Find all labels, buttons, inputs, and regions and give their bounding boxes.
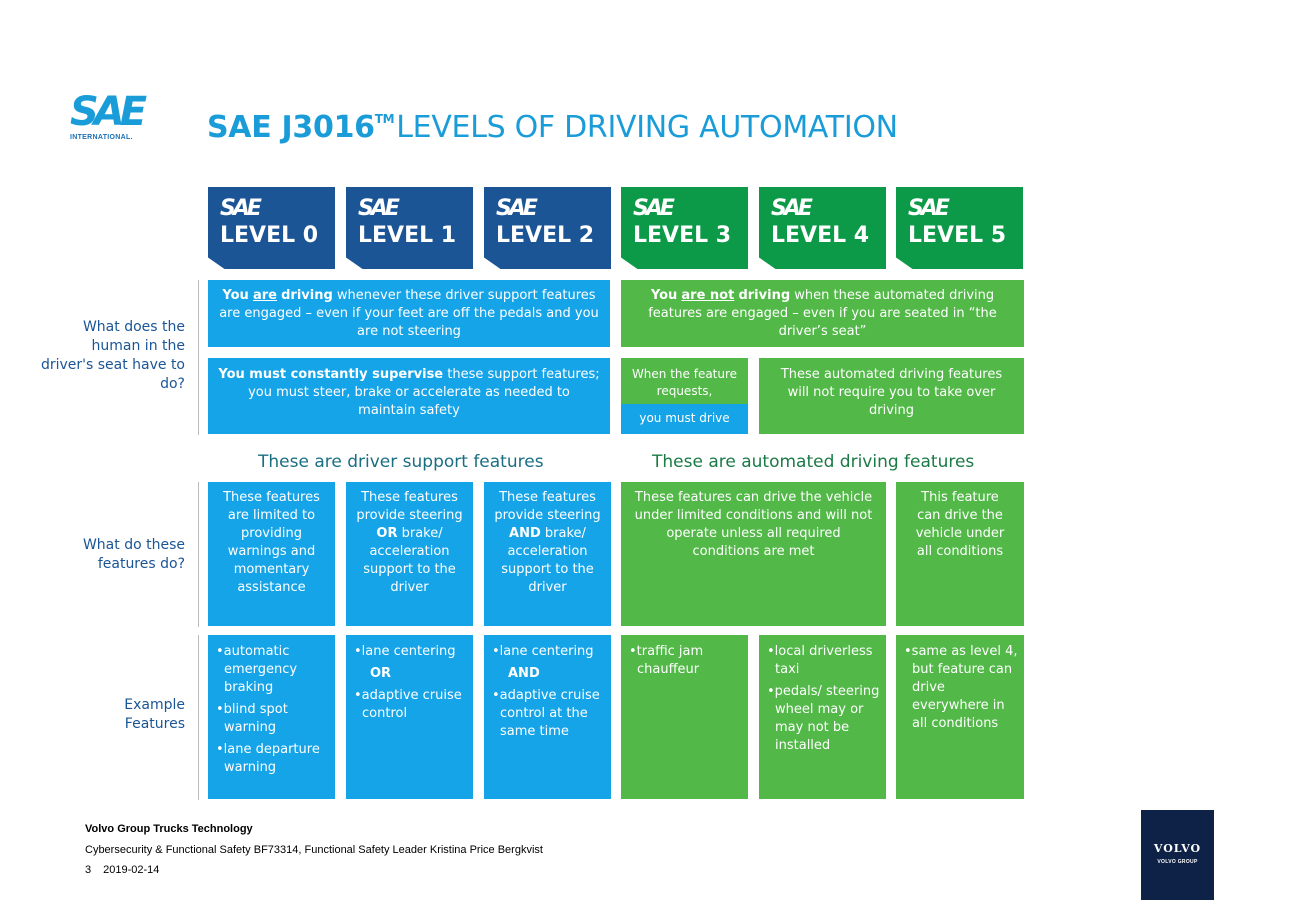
example-separator: OR [370, 666, 392, 681]
level-label: LEVEL 1 [358, 223, 457, 248]
auto-driving-text: when these automated driving features ar… [648, 288, 997, 339]
divider [198, 280, 199, 435]
l2-features-c: brake/ acceleration support to the drive… [501, 526, 594, 595]
example-item: •automatic emergency braking [216, 644, 298, 695]
footer-date: 2019-02-14 [103, 864, 160, 876]
support-driving-box: You are driving whenever these driver su… [208, 280, 610, 347]
row-label-human: What does the human in the driver's seat… [40, 319, 185, 392]
footer-details: Cybersecurity & Functional Safety BF7331… [85, 844, 543, 856]
supervise-box: You must constantly supervise these supp… [208, 358, 610, 434]
level-0-header: SAE LEVEL 0 [208, 187, 335, 269]
supervise-text: these support features; you must steer, … [248, 367, 600, 418]
l2-features-and: AND [509, 526, 541, 541]
driving-are: are [252, 288, 277, 303]
footer-page-date: 3 2019-02-14 [85, 864, 171, 876]
title-trademark: TM [374, 112, 395, 126]
driving-you: You [650, 288, 678, 303]
sae-logo-subtext: INTERNATIONAL. [70, 134, 133, 141]
volvo-group-text: VOLVO GROUP [1157, 859, 1198, 865]
footer-org: Volvo Group Trucks Technology [85, 823, 253, 835]
driving-are-not: are not [681, 288, 735, 303]
row-label-examples: Example Features [124, 697, 185, 732]
title-standard: SAE J3016 [207, 110, 375, 145]
volvo-group-logo: VOLVO VOLVO GROUP [1141, 810, 1214, 900]
l3-examples-box: •traffic jam chauffeur [621, 635, 748, 799]
level-label: LEVEL 2 [496, 223, 595, 248]
level-5-header: SAE LEVEL 5 [896, 187, 1023, 269]
support-features-heading: These are driver support features [258, 452, 544, 472]
level-sae-mark: SAE [220, 196, 262, 221]
driving-word: driving [281, 288, 333, 303]
auto-driving-box: You are not driving when these automated… [621, 280, 1024, 347]
row-label-features: What do these features do? [82, 537, 185, 572]
l0-examples-box: •automatic emergency braking •blind spot… [208, 635, 335, 799]
volvo-brand: VOLVO [1153, 842, 1202, 855]
l34-features-box: These features can drive the vehicle und… [621, 482, 886, 626]
example-item: •same as level 4, but feature can drive … [904, 644, 1018, 731]
l1-features-c: brake/ acceleration support to the drive… [363, 526, 456, 595]
example-item: •lane departure warning [216, 742, 320, 775]
sae-international-logo: SAE INTERNATIONAL. [70, 92, 154, 146]
level-sae-mark: SAE [908, 196, 950, 221]
title-rest: LEVELS OF DRIVING AUTOMATION [396, 110, 898, 145]
level-label: LEVEL 4 [771, 223, 870, 248]
example-item: •lane centering [492, 644, 594, 659]
l45-no-takeover-box: These automated driving features will no… [759, 358, 1024, 434]
l5-features-box: This feature can drive the vehicle under… [896, 482, 1024, 626]
l3-must-drive-box: you must drive [621, 404, 748, 434]
l5-examples-box: •same as level 4, but feature can drive … [896, 635, 1024, 799]
l1-features-box: These features provide steering OR brake… [346, 482, 473, 626]
l1-features-or: OR [376, 526, 398, 541]
level-sae-mark: SAE [358, 196, 400, 221]
level-1-header: SAE LEVEL 1 [346, 187, 473, 269]
divider [198, 482, 199, 627]
level-sae-mark: SAE [771, 196, 813, 221]
divider [198, 635, 199, 800]
example-item: •adaptive cruise control [354, 688, 462, 721]
example-item: •lane centering [354, 644, 456, 659]
l2-features-a: These features provide steering [494, 490, 601, 523]
supervise-bold: You must constantly supervise [218, 367, 444, 382]
example-item: •blind spot warning [216, 702, 288, 735]
support-driving-text: whenever these driver support features a… [219, 288, 599, 339]
level-label: LEVEL 5 [908, 223, 1007, 248]
level-3-header: SAE LEVEL 3 [621, 187, 748, 269]
example-item: •pedals/ steering wheel may or may not b… [767, 684, 880, 753]
l2-examples-box: •lane centering AND •adaptive cruise con… [484, 635, 611, 799]
l4-examples-box: •local driverless taxi •pedals/ steering… [759, 635, 886, 799]
page-title: SAE J3016TMLEVELS OF DRIVING AUTOMATION [207, 110, 898, 145]
sae-logo-mark: SAE [70, 89, 147, 135]
example-item: •traffic jam chauffeur [629, 644, 704, 677]
level-label: LEVEL 3 [633, 223, 732, 248]
l1-examples-box: •lane centering OR •adaptive cruise cont… [346, 635, 473, 799]
page-number: 3 [85, 864, 92, 876]
level-sae-mark: SAE [633, 196, 675, 221]
example-separator: AND [508, 666, 540, 681]
level-label: LEVEL 0 [220, 223, 319, 248]
l1-features-a: These features provide steering [356, 490, 463, 523]
automated-features-heading: These are automated driving features [652, 452, 975, 472]
driving-you: You [222, 288, 249, 303]
l0-features-box: These features are limited to providing … [208, 482, 335, 626]
example-item: •adaptive cruise control at the same tim… [492, 688, 600, 739]
l3-request-box: When the feature requests, [621, 358, 748, 404]
level-4-header: SAE LEVEL 4 [759, 187, 886, 269]
example-item: •local driverless taxi [767, 644, 873, 677]
level-2-header: SAE LEVEL 2 [484, 187, 611, 269]
driving-word: driving [738, 288, 791, 303]
level-sae-mark: SAE [496, 196, 538, 221]
l2-features-box: These features provide steering AND brak… [484, 482, 611, 626]
